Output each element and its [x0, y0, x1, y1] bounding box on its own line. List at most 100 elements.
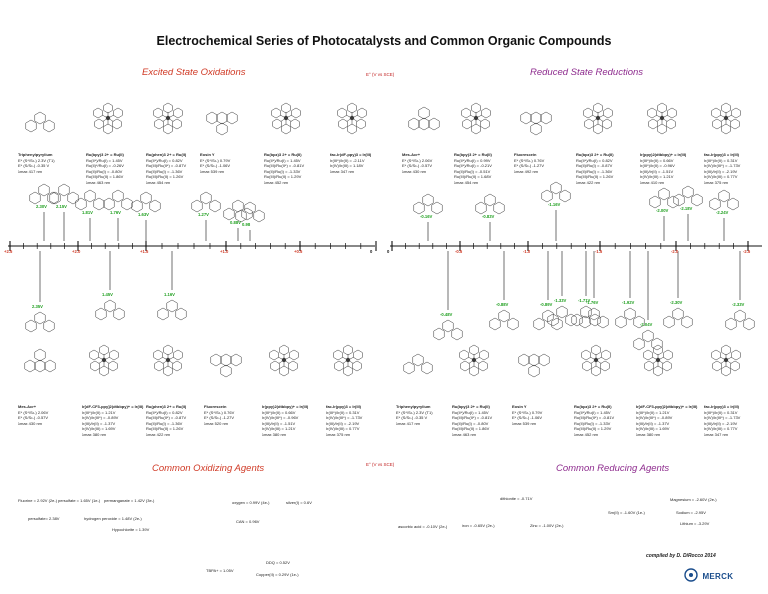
molecule-structure [269, 344, 299, 377]
catalyst-potential-line: λmax 410 nm [640, 179, 665, 185]
catalyst-name: Ru(bpy)3 2+ = Ru(II) [452, 404, 490, 409]
compound-potential: 0.98 [242, 222, 251, 227]
molecule-structures [24, 102, 755, 378]
molecule-structure [579, 307, 609, 329]
catalyst-potential-line: λmax 347 nm [330, 168, 355, 174]
catalyst-potential-line: Ru(II*)/Ru(I) = 1.45V [574, 409, 611, 415]
catalyst-potential-line: λmax 463 nm [86, 179, 111, 185]
compound-potential: -1.76V [586, 300, 599, 305]
compound-potential: -1.33V [554, 298, 567, 303]
molecule-structure [673, 185, 703, 207]
catalyst-name: Ru(phen)3 2+ = Ru(II) [146, 404, 187, 409]
merck-logo: MERCK [684, 566, 733, 584]
catalyst-potential-line: Ir(IV)/Ir(III) = 0.77V [704, 174, 738, 180]
catalyst-name: Mes-Acr+ [18, 404, 37, 409]
compound-potential: -0.88V [496, 302, 509, 307]
catalyst-potential-line: Ru(III)/Ru(II) = 1.26V [576, 174, 614, 180]
catalyst-potential-line: E* (S*/S•-) 2.3V (T1) [18, 157, 55, 163]
catalyst-potential-line: λmax 347 nm [704, 431, 729, 437]
section-excited-state: Excited State Oxidations [142, 67, 246, 78]
catalyst-info: Ru(bpz)3 2+ = Ru(II)Ru(II*)/Ru(I) = 1.45… [574, 404, 614, 438]
catalyst-potential-line: λmax 452 nm [574, 431, 599, 437]
compound-potential: 1.63V [138, 212, 149, 217]
molecule-structure [711, 102, 741, 135]
oxidizing-agent: persulfate = 1.65V (1e-) [58, 498, 101, 503]
oxidizing-agent: persulfate= 2.38V [28, 516, 60, 521]
catalyst-potential-line: Ru(III)/Ru(II*) = -0.81V [452, 415, 493, 421]
left-tick-label: +1.0 [220, 249, 229, 254]
catalyst-potential-line: E* (S*/S•-) 0.79V [512, 409, 543, 415]
catalyst-info: Ru(phen)3 2+ = Ru(II)Ru(II*)/Ru(I) = 0.8… [146, 404, 186, 438]
catalyst-info: Ru(bpz)3 2+ = Ru(II)Ru(II*)/Ru(I) = 1.45… [264, 152, 304, 186]
compound-potential: -0.83V [482, 214, 495, 219]
compound-potential: -1.92V [622, 300, 635, 305]
oxidizing-agent: silver(I) = 0.6V [286, 500, 312, 505]
catalyst-potential-line: Ir(IV)/Ir(III) = 1.69V [636, 426, 670, 432]
catalyst-potential-line: Ru(II)/Ru(I) = -0.80V [86, 168, 123, 174]
catalyst-info: fac-Ir(ppy)3 = Ir(III)Ir(III*)/Ir(II) = … [326, 404, 362, 438]
catalyst-name: Fluorescein [204, 404, 227, 409]
molecule-structure [583, 102, 613, 135]
compound-potential: -0.89V [540, 302, 553, 307]
catalyst-name: Ru(bpz)3 2+ = Ru(II) [576, 152, 614, 157]
catalyst-potential-line: Ir(III)/Ir(II) = -1.37V [636, 420, 670, 426]
left-tick-label: +0.5 [294, 249, 303, 254]
catalyst-potential-line: λmax 430 nm [18, 420, 43, 426]
compound-potential: -2.33V [732, 302, 745, 307]
catalyst-potential-line: Ru(II*)/Ru(I) = 0.82V [146, 409, 183, 415]
oxidizing-agent: permanganate = 1.42V (3e-) [104, 498, 155, 503]
molecule-structure [643, 344, 673, 377]
catalyst-info: Ru(bpz)3 2+ = Ru(II)Ru(II*)/Ru(I) = 0.82… [576, 152, 614, 186]
catalyst-potential-line: Ru(II*)/Ru(I) = 0.99V [454, 157, 491, 163]
reducing-agent: Magnesium = -2.60V (2e-) [670, 497, 717, 502]
molecule-structure [103, 189, 133, 211]
catalyst-potential-line: Ru(II*)/Ru(I) = -0.21V [454, 163, 492, 169]
catalyst-name: Ir(ppy)2(dtbbpy)+ = Ir(III) [640, 152, 687, 157]
merck-wordmark: MERCK [702, 572, 734, 581]
axis-ticks [9, 241, 749, 251]
catalyst-potential-line: Ir(III*)/Ir(II) = -0.96V [640, 163, 675, 169]
molecule-structure [433, 319, 463, 341]
molecule-structure [24, 348, 56, 373]
catalyst-potential-line: E* (S/S•-) -1.06V [512, 415, 543, 421]
molecule-structure [633, 329, 663, 351]
catalyst-potential-line: Ir(IV)/Ir(III) = 1.18V [330, 163, 364, 169]
compound-potential: 2.15V [56, 204, 67, 209]
catalyst-potential-line: E* (S*/S•-) 0.79V [200, 157, 231, 163]
catalyst-name: Triphenylpyrylium [396, 404, 431, 409]
compound-potential: -2.04V [640, 322, 653, 327]
reducing-agent: iron = -0.65V (2e-) [462, 523, 495, 528]
oxidizing-agent: Fluorine = 2.92V (2e-) [18, 498, 58, 503]
molecule-structure [459, 344, 489, 377]
catalyst-name: Fluorescein [514, 152, 537, 157]
catalyst-potential-line: Ru(II)/Ru(I) = -1.33V [574, 420, 611, 426]
catalyst-info: fac-Ir(ppy)3 = Ir(III)Ir(III*)/Ir(II) = … [704, 152, 740, 186]
left-tick-label: +1.5 [140, 249, 149, 254]
catalyst-info: Ru(phen)3 2+ = Ru(II)Ru(II*)/Ru(I) = 0.8… [146, 152, 186, 186]
catalyst-potential-line: Ru(II*)/Ru(I) = 1.45V [452, 409, 489, 415]
catalyst-potential-line: λmax 417 nm [18, 168, 43, 174]
catalyst-potential-line: Ir(III)/Ir(II) = -2.19V [326, 420, 360, 426]
catalyst-name: Ru(phen)3 2+ = Ru(II) [146, 152, 187, 157]
molecule-structure [408, 106, 440, 131]
compound-potential: 1.27V [198, 212, 209, 217]
catalyst-potential-line: Ir(III)/Ir(II) = -1.37V [82, 420, 116, 426]
catalyst-name: Ru(bpy)3 2+ = Ru(II) [454, 152, 492, 157]
molecule-structure [49, 183, 79, 205]
reducing-agent: ascorbic acid = -0.10V (2e-) [398, 524, 448, 529]
catalyst-potential-line: Ru(II*)/Ru(I) = 1.45V [264, 157, 301, 163]
molecule-structure [29, 183, 59, 205]
right-tick-label: -1.5 [595, 249, 603, 254]
molecule-structure [461, 102, 491, 135]
molecule-structure [711, 344, 741, 377]
catalyst-potential-line: E* (S/S•-) -1.27V [204, 415, 235, 421]
reducing-agent: Zinc = -1.00V (2e-) [530, 523, 564, 528]
catalyst-potential-line: E* (S*/S•-) 2.3V (T1) [396, 409, 433, 415]
molecule-structure [206, 111, 238, 136]
catalyst-potential-line: Ru(III)/Ru(II) = 1.86V [452, 426, 490, 432]
catalyst-potential-line: E* (S/S•-) -0.35 V [396, 415, 428, 421]
catalyst-potential-line: λmax 380 nm [262, 431, 287, 437]
